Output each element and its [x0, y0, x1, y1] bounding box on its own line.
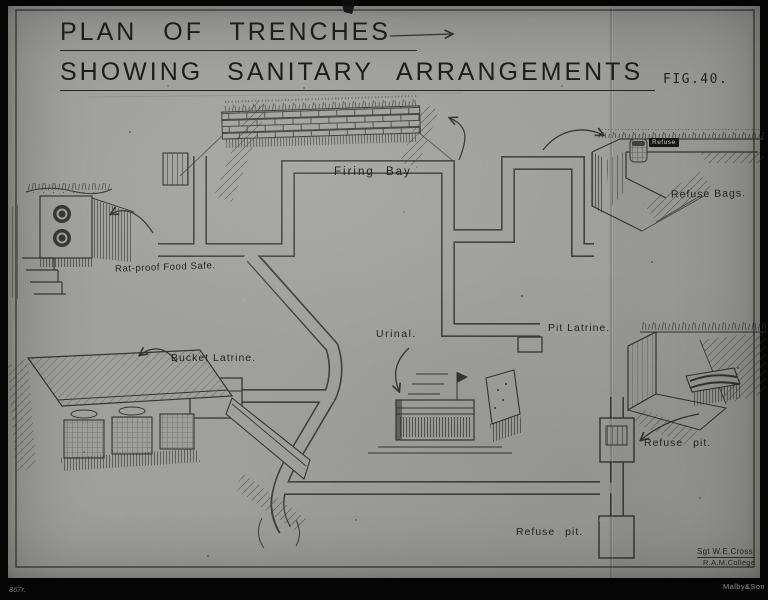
title-line-2: SHOWING SANITARY ARRANGEMENTS — [60, 58, 656, 91]
plate-number: 867r. — [9, 585, 26, 594]
label-bucket-latrine: Bucket Latrine. — [171, 352, 257, 364]
film-grain-light — [8, 6, 760, 578]
label-urinal: Urinal. — [376, 328, 417, 340]
label-refuse-bags: Refuse Bags. — [670, 187, 747, 201]
figure-number: FIG.40. — [663, 72, 729, 87]
printer-imprint: Malby&Son — [723, 582, 765, 591]
label-pit-latrine: Pit Latrine. — [548, 322, 611, 334]
refuse-bag-tag: Refuse — [649, 138, 679, 147]
label-firing-bay: Firing Bay — [334, 166, 412, 178]
credit-artist: Sgt W.E.Cross. — [697, 547, 756, 558]
label-refuse-pit-upper: Refuse pit. — [644, 437, 712, 449]
label-refuse-pit-lower: Refuse pit. — [516, 526, 584, 538]
credit-institution: R.A.M.College — [703, 558, 756, 567]
figure-title: PLAN OF TRENCHES SHOWING SANITARY ARRANG… — [60, 18, 656, 91]
title-line-1: PLAN OF TRENCHES — [60, 18, 417, 51]
